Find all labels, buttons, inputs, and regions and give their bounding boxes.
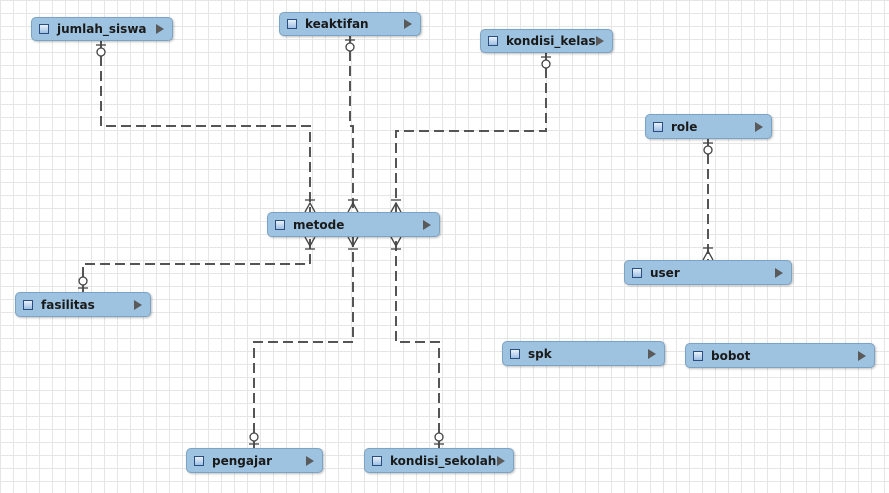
optional-marker (96, 47, 106, 57)
expand-arrow-icon[interactable] (156, 24, 164, 34)
relationship-line (395, 53, 547, 212)
entity-pengajar[interactable]: pengajar (186, 448, 323, 473)
optional-marker (434, 432, 444, 442)
optional-marker (249, 432, 259, 442)
expand-arrow-icon[interactable] (648, 348, 656, 359)
entity-label: kondisi_sekolah (390, 453, 497, 468)
table-icon (510, 348, 520, 359)
entity-metode[interactable]: metode (267, 212, 440, 237)
expand-arrow-icon[interactable] (497, 455, 505, 466)
entity-fasilitas[interactable]: fasilitas (15, 292, 151, 317)
entity-spk[interactable]: spk (502, 341, 665, 366)
entity-jumlah-siswa[interactable]: jumlah_siswa (31, 17, 173, 41)
expand-arrow-icon[interactable] (404, 19, 412, 29)
table-icon (632, 267, 642, 278)
optional-marker (541, 59, 551, 69)
table-icon (488, 36, 498, 46)
table-icon (287, 19, 297, 29)
crows-foot-marker (304, 201, 316, 213)
table-icon (653, 121, 663, 132)
entity-label: bobot (711, 348, 751, 363)
expand-arrow-icon[interactable] (858, 350, 866, 361)
crows-foot-marker (347, 201, 359, 213)
optional-marker (78, 276, 88, 286)
entity-label: pengajar (212, 453, 273, 468)
relationship-line (395, 237, 440, 448)
entity-keaktifan[interactable]: keaktifan (279, 12, 421, 36)
crows-foot-marker (702, 249, 714, 261)
entity-kondisi-sekolah[interactable]: kondisi_sekolah (364, 448, 514, 473)
table-icon (372, 455, 382, 466)
entity-kondisi-kelas[interactable]: kondisi_kelas (480, 29, 613, 53)
table-icon (693, 350, 703, 361)
entity-role[interactable]: role (645, 114, 772, 139)
relationship-line (100, 41, 311, 212)
entity-user[interactable]: user (624, 260, 792, 285)
entity-label: fasilitas (41, 297, 95, 312)
relationship-line (253, 237, 354, 448)
entity-label: metode (293, 217, 345, 232)
entity-label: spk (528, 346, 552, 361)
optional-marker (345, 42, 355, 52)
expand-arrow-icon[interactable] (775, 267, 783, 278)
table-icon (194, 455, 204, 466)
entity-label: kondisi_kelas (506, 34, 596, 48)
entity-bobot[interactable]: bobot (685, 343, 875, 368)
table-icon (23, 299, 33, 310)
relationship-line (82, 237, 311, 292)
entity-label: user (650, 265, 680, 280)
table-icon (275, 219, 285, 230)
expand-arrow-icon[interactable] (755, 121, 763, 132)
optional-marker (703, 145, 713, 155)
crows-foot-marker (390, 236, 402, 248)
crows-foot-marker (304, 236, 316, 248)
expand-arrow-icon[interactable] (134, 299, 142, 310)
expand-arrow-icon[interactable] (306, 455, 314, 466)
entity-label: keaktifan (305, 17, 369, 31)
table-icon (39, 24, 49, 34)
crows-foot-marker (347, 236, 359, 248)
expand-arrow-icon[interactable] (596, 36, 604, 46)
expand-arrow-icon[interactable] (423, 219, 431, 230)
entity-label: role (671, 119, 698, 134)
relationship-line (349, 36, 354, 212)
crows-foot-marker (390, 201, 402, 213)
entity-label: jumlah_siswa (57, 22, 147, 36)
